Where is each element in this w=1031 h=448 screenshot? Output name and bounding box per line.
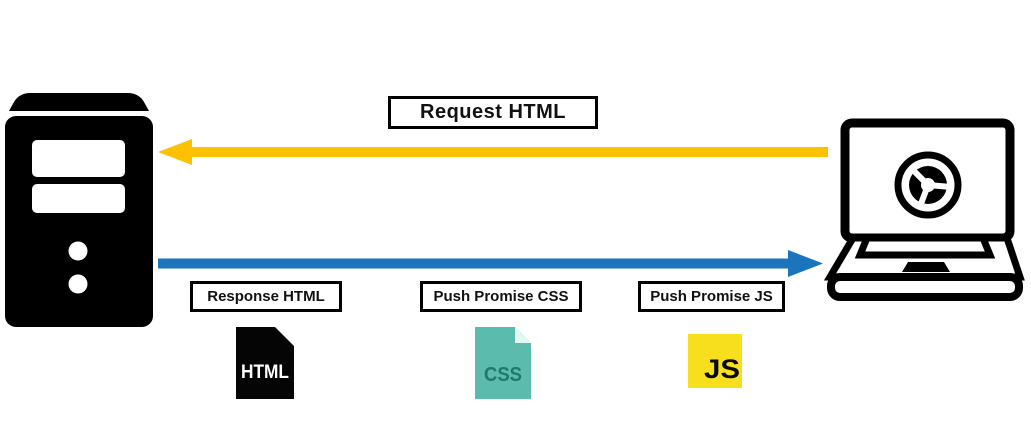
response-html-label-box: Response HTML [190,281,342,312]
server-lid [9,93,149,111]
server-slot-top [32,140,125,177]
laptop-keyboard-outline [854,234,996,259]
push-promise-js-label: Push Promise JS [650,288,773,305]
html-file-fold [275,327,294,346]
css-file-icon: CSS [475,327,531,399]
laptop-touchpad [902,262,950,272]
request-html-label: Request HTML [420,101,566,123]
server-slot-bottom [32,184,125,213]
push-arrow-shape [158,250,823,277]
server-icon [5,93,153,327]
js-file-body [688,334,742,388]
push-arrow [158,250,823,277]
laptop-icon [824,118,1025,301]
server-led-top [68,241,88,261]
request-html-label-box: Request HTML [388,96,598,129]
server-led-bottom [68,274,88,294]
js-file-icon: JS [688,334,742,388]
html-file-icon: HTML [236,327,294,399]
request-arrow [158,139,828,165]
laptop-base [827,273,1023,301]
css-file-label: CSS [484,364,522,386]
css-file-body [475,327,531,399]
push-promise-css-label-box: Push Promise CSS [420,281,582,312]
js-file-label: JS [704,354,740,384]
html-file-body [236,327,294,399]
push-promise-css-label: Push Promise CSS [433,288,569,305]
request-arrow-shape [158,139,828,165]
chrome-logo-icon [894,151,962,219]
html-file-label: HTML [241,362,289,383]
css-file-fold [515,327,531,343]
response-html-label: Response HTML [207,288,325,305]
push-promise-js-label-box: Push Promise JS [638,281,785,312]
